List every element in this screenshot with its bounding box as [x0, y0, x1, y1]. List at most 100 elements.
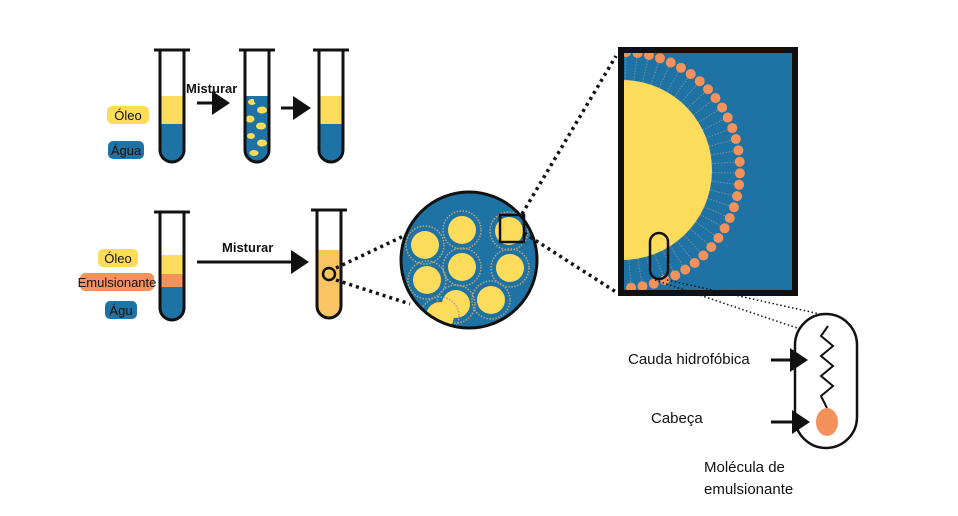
tube-oil-water-resettled: [313, 48, 349, 164]
zoom-selection-box: [498, 213, 526, 244]
emulsifier-tail: [680, 84, 697, 103]
emulsifier-tail: [687, 92, 705, 109]
emulsifier-head: [719, 223, 730, 234]
tube-oil-water-separate: [154, 48, 190, 164]
molecule-selection-capsule: [648, 231, 670, 281]
emulsifier-tail: [683, 234, 701, 253]
emulsifier-head: [706, 242, 717, 253]
zoom-line-lower: [335, 278, 411, 306]
emulsifier-tail: [637, 258, 643, 282]
svg-text:Emulsionante: Emulsionante: [78, 275, 157, 290]
emulsifier-tail: [628, 259, 632, 283]
oil-droplet: [413, 266, 441, 294]
emulsifier-tail: [700, 214, 721, 227]
zoom-line-rect-lower: [523, 231, 617, 294]
tube-outline: [158, 50, 186, 164]
svg-text:Óleo: Óleo: [114, 108, 141, 123]
emulsifier-tail: [711, 172, 735, 174]
emulsifier-tail: [650, 62, 659, 85]
emulsifier-tail: [707, 197, 730, 207]
emulsifier-head: [694, 76, 705, 87]
hydrophilic-head: [816, 408, 838, 436]
label-agua-bottom: Águ: [105, 301, 137, 319]
emulsifier-head: [733, 145, 744, 156]
droplet-emulsifier-ring: [471, 280, 511, 320]
zoom-line-molecule-right: [666, 279, 839, 319]
label-oleo-top: Óleo: [107, 106, 149, 124]
water-layer: [160, 124, 184, 162]
emulsifier-head: [689, 257, 700, 268]
emulsifier-head: [685, 69, 696, 80]
droplet-emulsifier-ring: [407, 260, 447, 300]
emulsifier-tail: [702, 119, 724, 131]
droplet-emulsifier-ring: [442, 247, 482, 287]
emulsifier-tail: [704, 206, 726, 217]
emulsifier-tail: [695, 221, 715, 236]
emulsifier-tail: [642, 59, 649, 83]
emulsifier-head: [710, 93, 721, 104]
oil-droplet: [477, 286, 505, 314]
oil-droplet: [496, 254, 524, 282]
emulsifier-head: [724, 212, 735, 223]
zoom-line-rect-upper: [520, 55, 618, 215]
emulsifier-tail: [709, 189, 733, 196]
emulsifier-head: [722, 112, 733, 123]
emulsifier-head: [730, 134, 741, 145]
svg-text:Óleo: Óleo: [104, 251, 131, 266]
label-misturar-bottom: Misturar: [222, 240, 273, 255]
hydrophobic-tail: [819, 325, 835, 409]
label-agua-top: Água: [108, 141, 144, 159]
tube-oil-water-mixed: [239, 48, 275, 164]
tube-emulsion: [311, 208, 347, 320]
emulsifier-tail: [633, 57, 638, 81]
emulsifier-head: [676, 62, 686, 73]
emulsifier-head: [717, 102, 728, 113]
oil-droplet: [448, 253, 476, 281]
emulsifier-tail: [658, 66, 670, 89]
oil-droplet-core: [621, 80, 712, 260]
emulsifier-head: [703, 84, 714, 95]
droplet-emulsifier-ring: [436, 284, 476, 324]
emulsifier-head: [665, 57, 676, 68]
emulsifier-head: [732, 191, 743, 202]
emulsifier-head: [734, 179, 745, 190]
emulsifier-tail: [705, 129, 728, 139]
emulsifier-tail: [669, 245, 683, 266]
emulsifier-tail: [711, 161, 735, 165]
magnifier-marker: [321, 266, 337, 282]
droplet-emulsifier-ring: [442, 210, 482, 250]
svg-text:Águ: Águ: [109, 303, 132, 318]
oil-droplet: [495, 217, 523, 245]
droplet-emulsifier-ring: [405, 225, 445, 265]
emulsifier-head: [655, 53, 666, 64]
droplet-emulsifier-ring: [489, 211, 529, 251]
label-emulsionante: Emulsionante: [78, 273, 157, 291]
emulsifier-molecule-detail: [793, 312, 859, 450]
emulsifier-head: [637, 281, 648, 292]
emulsifier-tail: [673, 77, 689, 98]
emulsifier-head: [734, 156, 745, 167]
tube-oil-emulsifier-water: [154, 210, 190, 322]
emulsifier-head: [698, 250, 709, 261]
label-misturar-top: Misturar: [186, 81, 237, 96]
emulsifier-tail: [698, 109, 719, 123]
oil-droplet: [411, 231, 439, 259]
oil-droplet: [448, 216, 476, 244]
emulsifier-head: [727, 123, 738, 134]
emulsion-magnified-circle: [399, 190, 539, 330]
label-cauda: Cauda hidrofóbica: [628, 351, 750, 368]
label-molecula-line2: emulsionante: [704, 481, 793, 498]
emulsifier-tail: [693, 100, 712, 116]
label-cabeca: Cabeça: [651, 410, 703, 427]
emulsifier-tail: [689, 228, 708, 245]
emulsifier-head: [670, 270, 681, 281]
droplet-closeup: [618, 47, 798, 296]
emulsifier-head: [734, 168, 745, 179]
emulsifier-tail: [662, 250, 674, 272]
emulsifier-tail: [708, 139, 732, 147]
emulsifier-tail: [654, 253, 664, 276]
emulsifier-head: [728, 202, 739, 213]
emulsifier-head: [648, 278, 659, 289]
droplet-emulsifier-ring: [490, 248, 530, 288]
